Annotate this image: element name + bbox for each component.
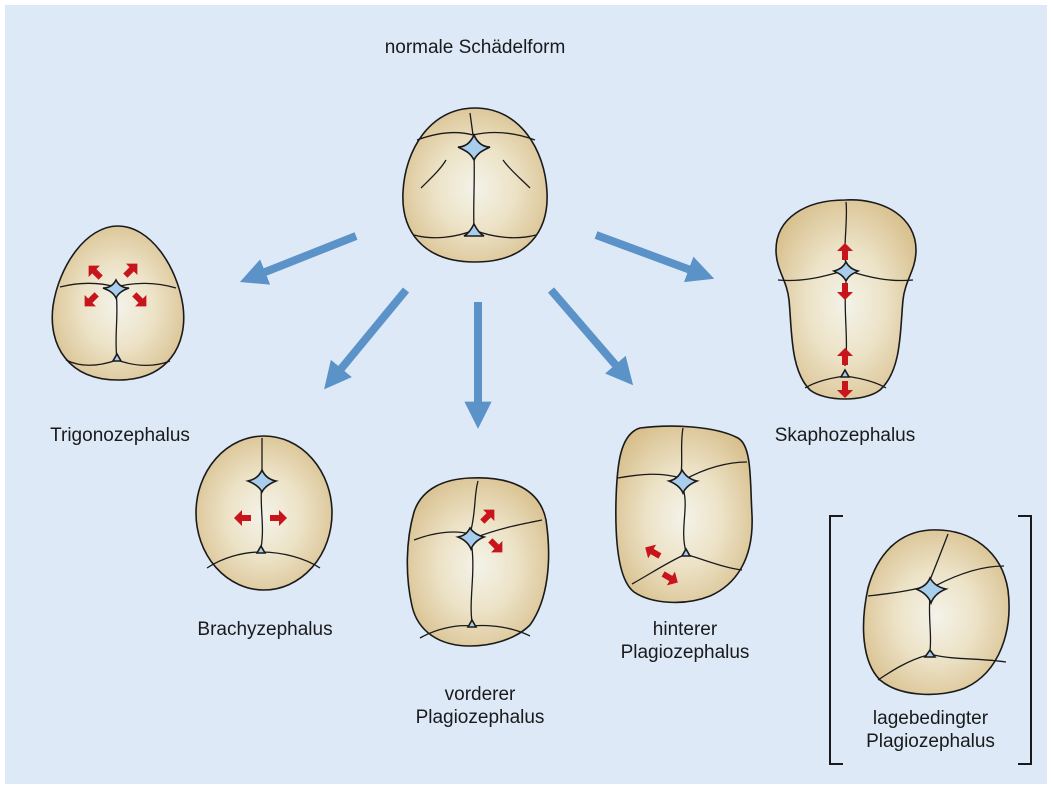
label-lagebedingter-plagiozephalus: lagebedingter Plagiozephalus bbox=[838, 707, 1023, 753]
skull-hinterer-plagiozephalus bbox=[616, 426, 752, 602]
label-trigonozephalus: Trigonozephalus bbox=[20, 424, 220, 447]
label-vorderer-plagiozephalus: vorderer Plagiozephalus bbox=[380, 683, 580, 729]
skull-vorderer-plagiozephalus bbox=[407, 478, 548, 646]
label-hinterer-line2: Plagiozephalus bbox=[585, 641, 785, 664]
label-brachyzephalus: Brachyzephalus bbox=[165, 618, 365, 641]
arrow-to-skaphozephalus bbox=[596, 235, 704, 275]
label-normale-schaedelform: normale Schädelform bbox=[360, 36, 590, 59]
label-skaphozephalus: Skaphozephalus bbox=[745, 424, 945, 447]
arrow-to-hinterer-plagiozephalus bbox=[551, 290, 626, 377]
skull-skaphozephalus bbox=[776, 200, 916, 399]
skull-lagebedingter-plagiozephalus bbox=[864, 530, 1010, 695]
label-lagebedingter-line2: Plagiozephalus bbox=[838, 730, 1023, 753]
arrow-to-brachyzephalus bbox=[331, 290, 406, 381]
skull-trigonozephalus bbox=[52, 226, 183, 380]
label-vorderer-line2: Plagiozephalus bbox=[380, 706, 580, 729]
arrow-to-trigonozephalus bbox=[250, 236, 356, 278]
label-hinterer-line1: hinterer bbox=[585, 618, 785, 641]
skull-normal bbox=[403, 108, 547, 262]
skull-brachyzephalus bbox=[196, 436, 332, 590]
label-vorderer-line1: vorderer bbox=[380, 683, 580, 706]
label-hinterer-plagiozephalus: hinterer Plagiozephalus bbox=[585, 618, 785, 664]
label-lagebedingter-line1: lagebedingter bbox=[838, 707, 1023, 730]
